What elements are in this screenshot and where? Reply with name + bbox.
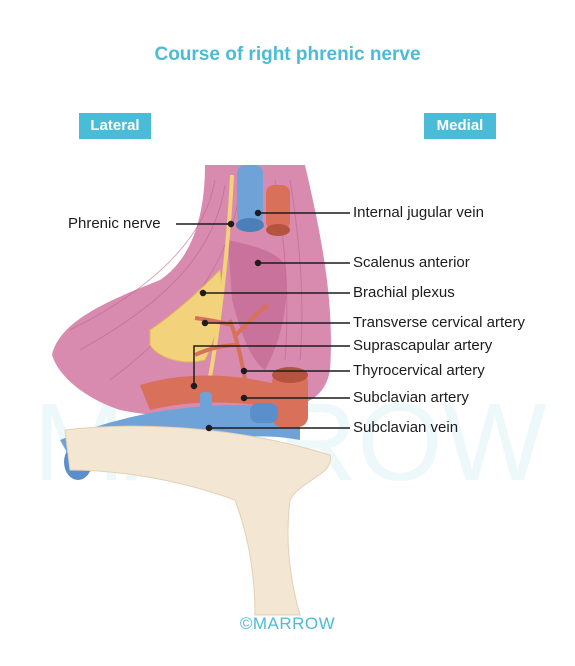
- internal-jugular-vein-shape: [237, 165, 263, 225]
- label-subclavian-artery: Subclavian artery: [353, 389, 469, 406]
- label-phrenic-nerve: Phrenic nerve: [68, 215, 161, 232]
- lateral-tag: Lateral: [79, 113, 151, 139]
- muscle-fibers: [69, 179, 303, 381]
- carotid-artery-opening: [266, 224, 290, 236]
- footer-logo: ©MARROW: [239, 614, 336, 633]
- medial-tag: Medial: [424, 113, 496, 139]
- page-title: Course of right phrenic nerve: [154, 44, 421, 65]
- label-subclavian-vein: Subclavian vein: [353, 419, 459, 436]
- vertebral-vein-stub: [200, 392, 212, 412]
- leader-lines: [176, 209, 350, 432]
- label-suprascapular-artery: Suprascapular artery: [353, 337, 493, 354]
- label-transverse-cervical-artery: Transverse cervical artery: [353, 314, 525, 331]
- venous-confluence: [250, 403, 278, 423]
- subclavian-artery-trunk: [272, 372, 308, 427]
- subclavian-artery-opening: [272, 367, 308, 383]
- label-internal-jugular-vein: Internal jugular vein: [353, 204, 484, 221]
- clavicle: [64, 425, 331, 616]
- subclavian-artery-shape: [140, 375, 285, 410]
- carotid-artery-shape: [266, 185, 290, 230]
- label-brachial-plexus: Brachial plexus: [353, 284, 455, 301]
- scalenus-anterior-muscle: [228, 240, 287, 370]
- label-thyrocervical-artery: Thyrocervical artery: [353, 362, 485, 379]
- internal-jugular-vein-opening: [236, 218, 264, 232]
- label-scalenus-anterior: Scalenus anterior: [353, 254, 470, 271]
